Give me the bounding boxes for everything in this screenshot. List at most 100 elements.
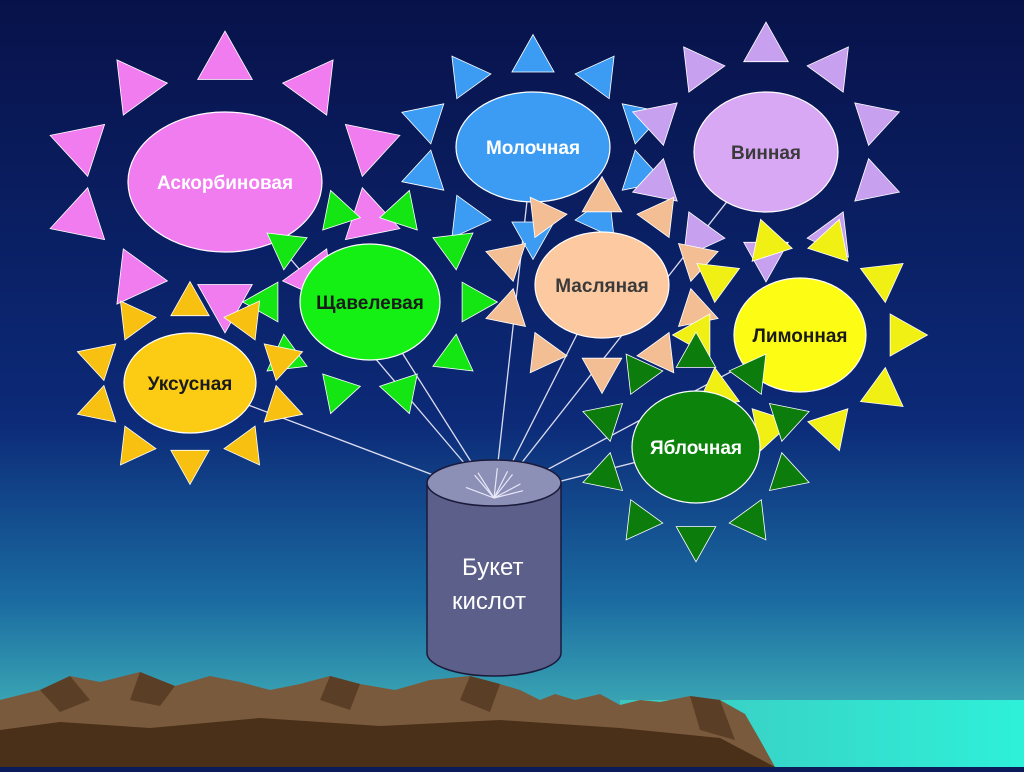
petal bbox=[683, 211, 726, 258]
petal bbox=[432, 333, 474, 372]
petal bbox=[197, 30, 253, 80]
vase-top bbox=[426, 459, 562, 507]
petal bbox=[854, 102, 901, 147]
petal bbox=[529, 196, 568, 239]
flower-oxalic: Щавелевая bbox=[241, 189, 499, 415]
connector-lines-over-vase bbox=[465, 468, 524, 499]
petal bbox=[511, 33, 555, 73]
mountains bbox=[0, 672, 775, 767]
connector-stub-oxalic bbox=[477, 472, 495, 499]
petal bbox=[281, 59, 334, 116]
petal bbox=[378, 373, 418, 415]
petal bbox=[582, 451, 624, 492]
petal bbox=[432, 232, 474, 271]
flower-malic: Яблочная bbox=[582, 331, 810, 563]
petal bbox=[636, 331, 675, 374]
petal bbox=[197, 284, 253, 334]
petal bbox=[768, 451, 810, 492]
petal bbox=[675, 526, 717, 563]
petal bbox=[683, 46, 726, 93]
petal bbox=[223, 300, 261, 341]
flower-label-acetic: Уксусная bbox=[148, 374, 233, 395]
connector-stub-ascorbic bbox=[474, 474, 495, 499]
petal bbox=[581, 175, 623, 213]
connector-stub-citric bbox=[493, 483, 521, 499]
flower-center-oxalic bbox=[299, 243, 441, 361]
petal bbox=[859, 263, 904, 304]
petal bbox=[529, 331, 568, 374]
petal bbox=[728, 498, 767, 541]
petal bbox=[223, 425, 261, 466]
petal bbox=[116, 248, 169, 305]
flower-label-ascorbic: Аскорбиновая bbox=[157, 173, 293, 194]
petal bbox=[451, 55, 492, 100]
petal bbox=[322, 189, 362, 231]
connector-stub-lactic bbox=[493, 468, 498, 499]
petal bbox=[625, 353, 664, 396]
petal bbox=[485, 242, 527, 283]
connector-stub-acetic bbox=[465, 486, 495, 499]
petal bbox=[322, 373, 362, 415]
petal bbox=[266, 232, 308, 271]
petal bbox=[743, 21, 789, 63]
petal bbox=[170, 280, 210, 317]
flower-label-malic: Яблочная bbox=[650, 438, 742, 459]
petal bbox=[344, 123, 401, 178]
petal bbox=[631, 157, 678, 202]
petal bbox=[76, 384, 117, 423]
petal bbox=[768, 402, 810, 443]
petal bbox=[241, 281, 279, 323]
petal bbox=[263, 384, 304, 423]
petal bbox=[170, 449, 210, 486]
petal bbox=[76, 343, 117, 382]
petal bbox=[401, 149, 445, 191]
petal bbox=[574, 55, 615, 100]
petal bbox=[807, 408, 849, 452]
flower-center-butyric bbox=[534, 231, 670, 339]
petal bbox=[581, 357, 623, 395]
connector-stub-malic bbox=[493, 490, 524, 499]
connector-stub-butyric bbox=[493, 470, 509, 499]
flower-label-lactic: Молочная bbox=[486, 138, 580, 159]
flower-lactic: Молочная bbox=[401, 33, 665, 261]
flower-label-butyric: Масляная bbox=[555, 276, 648, 297]
petal bbox=[728, 353, 767, 396]
petal bbox=[451, 194, 492, 239]
flower-center-malic bbox=[631, 390, 761, 504]
flower-center-tartaric bbox=[693, 91, 839, 213]
flower-tartaric: Винная bbox=[631, 21, 901, 283]
vase-label-line2: кислот bbox=[452, 588, 526, 615]
vase: Букет кислот bbox=[426, 459, 562, 677]
petal bbox=[378, 189, 418, 231]
petal bbox=[49, 186, 106, 241]
connector-stub-tartaric bbox=[493, 474, 514, 499]
petal bbox=[696, 263, 741, 304]
petal bbox=[625, 498, 664, 541]
petal bbox=[806, 46, 849, 93]
petal bbox=[116, 59, 169, 116]
flower-label-oxalic: Щавелевая bbox=[316, 293, 424, 314]
petal bbox=[582, 402, 624, 443]
flower-butyric: Масляная bbox=[485, 175, 719, 395]
flower-label-tartaric: Винная bbox=[731, 143, 801, 164]
flower-label-citric: Лимонная bbox=[752, 326, 847, 347]
petal bbox=[751, 218, 793, 262]
vase-body bbox=[426, 482, 562, 677]
petal bbox=[485, 287, 527, 328]
petal bbox=[636, 196, 675, 239]
petal bbox=[807, 218, 849, 262]
flower-ascorbic: Аскорбиновая bbox=[49, 30, 401, 334]
petal bbox=[889, 313, 929, 357]
petal bbox=[675, 331, 717, 368]
petal bbox=[119, 300, 157, 341]
petal bbox=[401, 103, 445, 145]
petal bbox=[631, 102, 678, 147]
petal bbox=[263, 343, 304, 382]
flower-acetic: Уксусная bbox=[76, 280, 304, 486]
flower-center-acetic bbox=[123, 332, 257, 434]
flower-center-citric bbox=[733, 277, 867, 393]
flower-center-ascorbic bbox=[127, 111, 323, 253]
vase-label-line1: Букет bbox=[462, 554, 524, 581]
